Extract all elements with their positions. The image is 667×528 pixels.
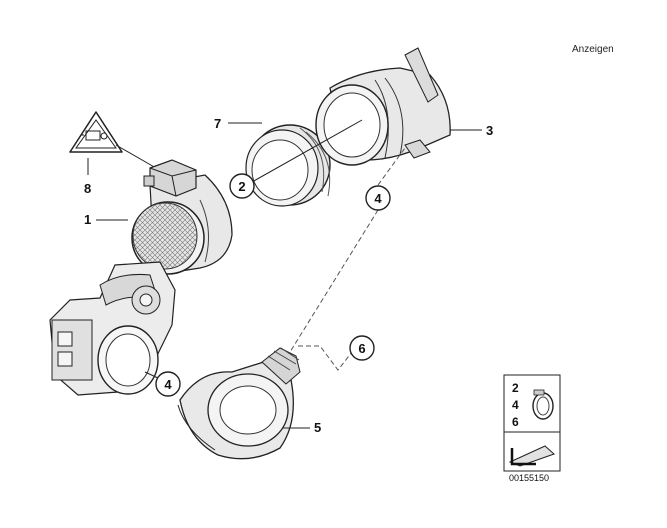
dashed-leader-6 <box>298 345 353 371</box>
throttle-body[interactable] <box>49 261 176 396</box>
leader-line-4-lower <box>144 371 159 379</box>
legend-num-6: 6 <box>512 415 519 429</box>
part-8-warning-label[interactable] <box>69 111 123 153</box>
part-1-air-mass-meter[interactable] <box>131 159 233 276</box>
callout-7[interactable]: 7 <box>214 116 221 131</box>
hose-clamp-icon[interactable] <box>532 389 554 420</box>
callout-8[interactable]: 8 <box>84 181 91 196</box>
legend-box: 2 4 6 <box>503 374 561 472</box>
part-3-air-duct[interactable] <box>315 47 451 166</box>
callout-5[interactable]: 5 <box>314 420 321 435</box>
callout-4-lower: 4 <box>164 377 172 392</box>
legend-num-2: 2 <box>512 381 519 395</box>
callout-circle-2[interactable]: 2 <box>229 173 255 199</box>
leader-line-2 <box>251 119 363 183</box>
callout-4-upper: 4 <box>374 191 382 206</box>
dashed-leader-4 <box>289 209 379 353</box>
callout-1[interactable]: 1 <box>84 212 91 227</box>
show-button[interactable]: Anzeigen <box>572 44 614 55</box>
diagram-id: 00155150 <box>509 473 549 483</box>
callout-circle-4-upper[interactable]: 4 <box>365 185 391 211</box>
legend-num-4: 4 <box>512 398 519 412</box>
engine-warning-icon <box>81 130 108 141</box>
callout-3[interactable]: 3 <box>486 123 493 138</box>
callout-2: 2 <box>238 179 245 194</box>
leader-line-8b <box>115 144 157 169</box>
sheet-symbol-icon <box>508 445 555 467</box>
callout-6: 6 <box>358 341 365 356</box>
part-7-sealing-ring[interactable] <box>245 124 331 207</box>
callout-circle-6[interactable]: 6 <box>349 335 375 361</box>
part-5-intake-boot[interactable] <box>177 347 301 460</box>
callout-circle-4-lower[interactable]: 4 <box>155 371 181 397</box>
